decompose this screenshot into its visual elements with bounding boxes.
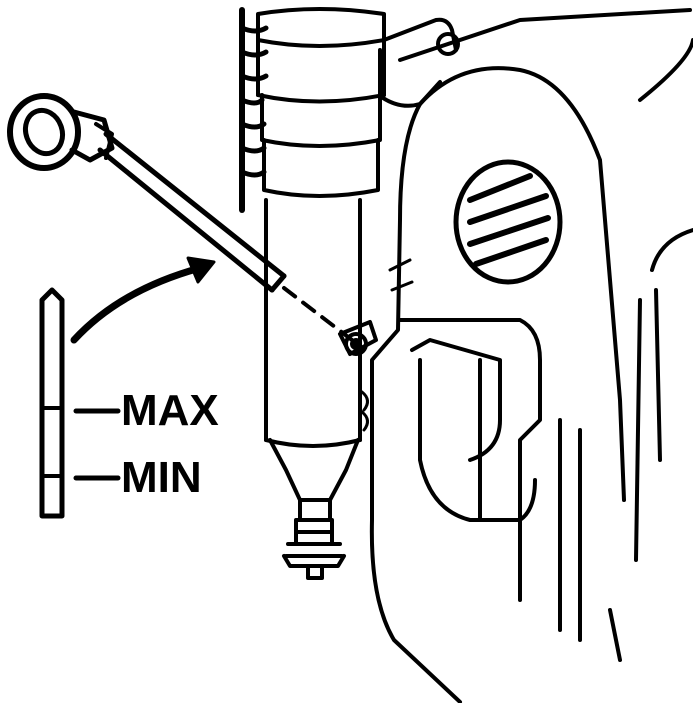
dipstick-tube-assembly <box>239 7 386 580</box>
dipstick <box>7 93 354 342</box>
max-mark-label: MAX <box>121 386 219 435</box>
inset-dipstick-blade <box>39 287 121 519</box>
dipstick-handle-ring <box>7 93 81 171</box>
min-mark-label: MIN <box>121 453 202 502</box>
engine-block <box>338 8 693 703</box>
arrow-to-inset <box>70 256 216 344</box>
